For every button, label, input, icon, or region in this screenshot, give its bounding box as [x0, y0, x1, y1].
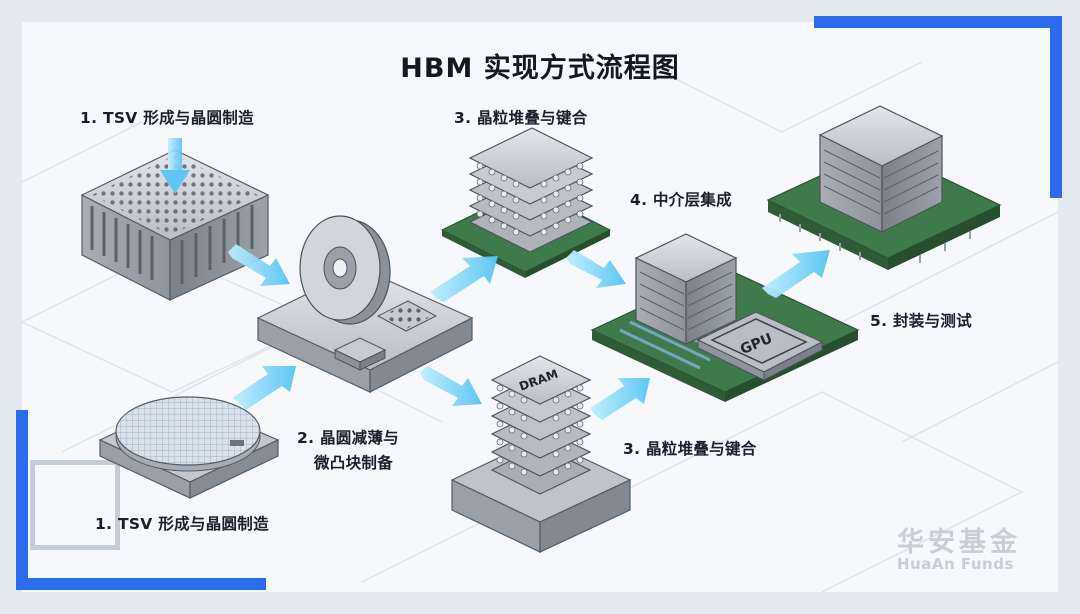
arrow-2-to-3-top — [430, 256, 498, 302]
corner-accent-right — [1050, 16, 1062, 198]
page-title: HBM 实现方式流程图 — [400, 53, 680, 84]
final-package — [766, 105, 1002, 270]
step3-bottom-label: 3. 晶粒堆叠与键合 — [623, 440, 757, 458]
step1-top-label: 1. TSV 形成与晶圆制造 — [80, 109, 254, 127]
arrow-1-to-2-top — [228, 244, 290, 286]
brand-logo-en: HuaAn Funds — [897, 555, 1014, 573]
step3-top-label: 3. 晶粒堆叠与键合 — [454, 109, 588, 127]
arrow-1-to-2-bottom — [232, 366, 296, 410]
step2-label-line2: 微凸块制备 — [314, 454, 394, 472]
corner-accent-top-right — [814, 16, 1062, 28]
step2-label-line1: 2. 晶圆减薄与 — [297, 429, 399, 447]
corner-outline-square — [30, 460, 120, 550]
step4-label: 4. 中介层集成 — [630, 191, 732, 209]
dram-stack: DRAM — [450, 355, 632, 553]
wafer-on-base — [98, 396, 280, 499]
brand-logo-cn: 华安基金 — [897, 527, 1021, 558]
step1-bottom-label: 1. TSV 形成与晶圆制造 — [95, 515, 269, 533]
arrow-4-to-5 — [762, 250, 830, 298]
interposer-assembly: GPU — [590, 233, 860, 402]
step5-label: 5. 封装与测试 — [870, 312, 972, 330]
flow-arrows — [228, 244, 830, 420]
corner-accent-left — [16, 410, 28, 590]
stacked-dies-top — [440, 127, 612, 278]
thinning-platform — [256, 215, 474, 393]
tsv-block — [80, 138, 270, 301]
arrow-3-to-4-bottom — [590, 378, 650, 420]
corner-accent-bottom-left — [16, 578, 266, 590]
arrow-2-to-3-bottom — [420, 366, 482, 406]
arrow-3-to-4-top — [566, 250, 626, 288]
